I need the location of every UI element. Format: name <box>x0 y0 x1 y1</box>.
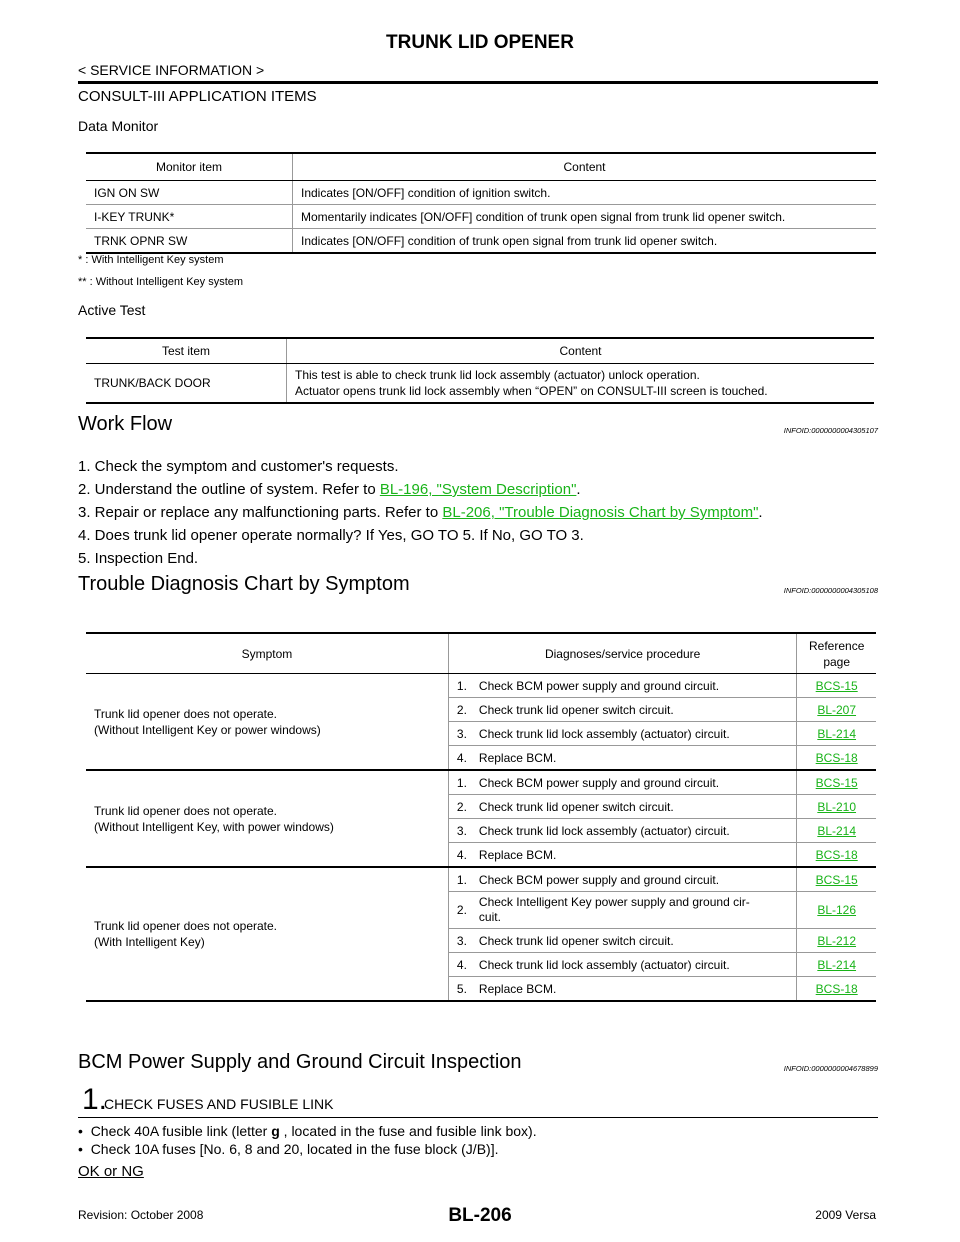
list-item: 2. Understand the outline of system. Ref… <box>78 481 581 498</box>
data-monitor-table: Monitor item Content IGN ON SW Indicates… <box>86 152 876 254</box>
footnote: * : With Intelligent Key system <box>78 254 224 266</box>
trouble-chart-heading: Trouble Diagnosis Chart by Symptom <box>78 573 410 595</box>
table-row: I-KEY TRUNK* Momentarily indicates [ON/O… <box>86 204 876 229</box>
table-row: 3.Check trunk lid lock assembly (actuato… <box>86 818 876 843</box>
table-row: 2.Check trunk lid opener switch circuit.… <box>86 794 876 819</box>
test-item: TRUNK/BACK DOOR <box>86 363 287 404</box>
page-title: TRUNK LID OPENER <box>386 32 574 53</box>
reference-link[interactable]: BCS-15 <box>796 867 876 892</box>
test-content-line: Actuator opens trunk lid lock assembly w… <box>295 384 768 398</box>
table-row: Trunk lid opener does not operate. (With… <box>86 770 876 868</box>
header-rule <box>78 81 878 84</box>
col-header-diagnoses: Diagnoses/service procedure <box>448 632 798 674</box>
procedure-step: 4.Replace BCM. <box>448 745 798 771</box>
reference-link[interactable]: BCS-15 <box>796 770 876 795</box>
symptom-cell: Trunk lid opener does not operate. (With… <box>86 673 449 771</box>
active-test-heading: Active Test <box>78 302 146 318</box>
monitor-item: IGN ON SW <box>86 180 293 205</box>
reference-link[interactable]: BCS-18 <box>796 745 876 771</box>
consult-heading: CONSULT-III APPLICATION ITEMS <box>78 88 317 105</box>
table-row: 4.Check trunk lid lock assembly (actuato… <box>86 952 876 977</box>
procedure-step: 3.Check trunk lid opener switch circuit. <box>448 928 798 953</box>
table-row: TRUNK/BACK DOOR This test is able to che… <box>86 363 874 404</box>
reference-link[interactable]: BL-214 <box>796 952 876 977</box>
table-row: 4.Replace BCM. BCS-18 <box>86 842 876 868</box>
col-header-content: Content <box>286 337 874 364</box>
table-row: TRNK OPNR SW Indicates [ON/OFF] conditio… <box>86 228 876 254</box>
footer-page-number: BL-206 <box>448 1205 512 1226</box>
monitor-item: I-KEY TRUNK* <box>86 204 293 229</box>
procedure-step: 1.Check BCM power supply and ground circ… <box>448 867 798 892</box>
procedure-step: 3.Check trunk lid lock assembly (actuato… <box>448 818 798 843</box>
table-row: 3.Check trunk lid opener switch circuit.… <box>86 928 876 953</box>
symptom-cell: Trunk lid opener does not operate. (With… <box>86 867 449 1002</box>
procedure-step: 1.Check BCM power supply and ground circ… <box>448 673 798 698</box>
monitor-item: TRNK OPNR SW <box>86 228 293 254</box>
reference-link[interactable]: BCS-18 <box>796 976 876 1002</box>
work-flow-steps: 1. Check the symptom and customer's requ… <box>78 455 763 570</box>
step-rule <box>78 1117 878 1118</box>
table-row: IGN ON SW Indicates [ON/OFF] condition o… <box>86 180 876 205</box>
col-header-monitor-item: Monitor item <box>86 152 293 181</box>
reference-link[interactable]: BL-210 <box>796 794 876 819</box>
procedure-step: 1.Check BCM power supply and ground circ… <box>448 770 798 795</box>
reference-link[interactable]: BL-207 <box>796 697 876 722</box>
table-row: Trunk lid opener does not operate. (With… <box>86 867 876 1002</box>
step-number: 1. <box>82 1083 108 1116</box>
ok-or-ng: OK or NG <box>78 1163 144 1180</box>
test-content-line: This test is able to check trunk lid loc… <box>295 368 700 382</box>
procedure-step: 2.Check trunk lid opener switch circuit. <box>448 794 798 819</box>
data-monitor-heading: Data Monitor <box>78 118 159 134</box>
list-item: 4. Does trunk lid opener operate normall… <box>78 527 584 544</box>
col-header-reference: Reference page <box>796 632 876 674</box>
work-flow-heading: Work Flow <box>78 413 173 435</box>
list-item: 3. Repair or replace any malfunctioning … <box>78 504 763 521</box>
footer-revision: Revision: October 2008 <box>78 1208 204 1222</box>
inspection-bullets: • Check 40A fusible link (letter g , loc… <box>78 1122 537 1158</box>
list-item: 1. Check the symptom and customer's requ… <box>78 458 399 475</box>
reference-link[interactable]: BL-212 <box>796 928 876 953</box>
trouble-chart-table: Symptom Diagnoses/service procedure Refe… <box>86 632 876 1002</box>
procedure-step: 4.Check trunk lid lock assembly (actuato… <box>448 952 798 977</box>
reference-link[interactable]: BL-214 <box>796 818 876 843</box>
list-item: • Check 10A fuses [No. 6, 8 and 20, loca… <box>78 1141 499 1157</box>
symptom-cell: Trunk lid opener does not operate. (With… <box>86 770 449 868</box>
table-row: 2.Check trunk lid opener switch circuit.… <box>86 697 876 722</box>
procedure-step: 5.Replace BCM. <box>448 976 798 1002</box>
col-header-test-item: Test item <box>86 337 287 364</box>
trouble-chart-infoid: INFOID:0000000004305108 <box>783 586 878 595</box>
footer-model: 2009 Versa <box>815 1208 876 1222</box>
link-trouble-chart[interactable]: BL-206, "Trouble Diagnosis Chart by Symp… <box>442 504 759 521</box>
table-row: 3.Check trunk lid lock assembly (actuato… <box>86 721 876 746</box>
reference-link[interactable]: BL-214 <box>796 721 876 746</box>
table-row: 4.Replace BCM. BCS-18 <box>86 745 876 771</box>
step-title: CHECK FUSES AND FUSIBLE LINK <box>104 1096 334 1112</box>
reference-link[interactable]: BCS-15 <box>796 673 876 698</box>
bcm-heading: BCM Power Supply and Ground Circuit Insp… <box>78 1051 522 1073</box>
list-item: 5. Inspection End. <box>78 550 199 567</box>
table-row: Trunk lid opener does not operate. (With… <box>86 673 876 771</box>
active-test-table: Test item Content TRUNK/BACK DOOR This t… <box>86 337 874 404</box>
col-header-symptom: Symptom <box>86 632 449 674</box>
test-content: This test is able to check trunk lid loc… <box>286 363 874 404</box>
monitor-content: Indicates [ON/OFF] condition of trunk op… <box>292 228 876 254</box>
table-row: 2. Check Intelligent Key power supply an… <box>86 891 876 929</box>
link-system-description[interactable]: BL-196, "System Description" <box>379 481 577 498</box>
procedure-step: 3.Check trunk lid lock assembly (actuato… <box>448 721 798 746</box>
monitor-content: Momentarily indicates [ON/OFF] condition… <box>292 204 876 229</box>
list-item: • Check 40A fusible link (letter g , loc… <box>78 1123 537 1139</box>
footnote: ** : Without Intelligent Key system <box>78 276 244 288</box>
col-header-content: Content <box>292 152 876 181</box>
monitor-content: Indicates [ON/OFF] condition of ignition… <box>292 180 876 205</box>
reference-link[interactable]: BCS-18 <box>796 842 876 868</box>
section-subtitle: < SERVICE INFORMATION > <box>78 62 265 78</box>
work-flow-infoid: INFOID:0000000004305107 <box>783 426 878 435</box>
table-row: 5.Replace BCM. BCS-18 <box>86 976 876 1002</box>
reference-link[interactable]: BL-126 <box>796 891 876 929</box>
procedure-step: 4.Replace BCM. <box>448 842 798 868</box>
procedure-step: 2.Check trunk lid opener switch circuit. <box>448 697 798 722</box>
bcm-infoid: INFOID:0000000004678899 <box>783 1064 878 1073</box>
procedure-step: 2. Check Intelligent Key power supply an… <box>448 891 798 929</box>
